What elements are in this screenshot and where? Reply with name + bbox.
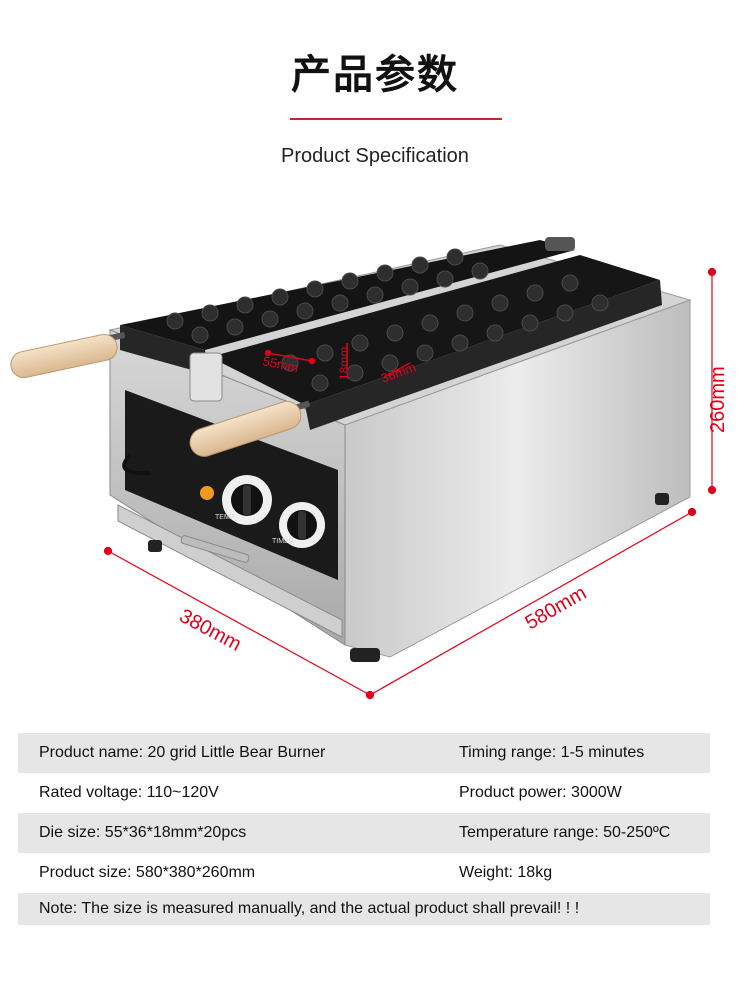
spec-rated-voltage: Rated voltage: 110~120V [39,784,219,801]
mold-width-label: 55mm [261,353,299,375]
spec-product-size: Product size: 580*380*260mm [39,864,256,881]
hinge-right [545,237,575,251]
page-title-english: Product Specification [281,145,469,167]
spec-die-size: Die size: 55*36*18mm*20pcs [39,824,247,841]
height-dimension-label: 260mm [707,366,729,433]
temperature-knob: TEMP [215,475,272,525]
title-divider [290,118,502,120]
page-title-chinese: 产品参数 [291,52,459,98]
page-header: 产品参数 Product Specification [0,0,750,180]
spec-row: Product name: 20 grid Little Bear Burner… [18,733,710,773]
timer-label: TIMER [272,538,294,545]
spec-row: Die size: 55*36*18mm*20pcs Temperature r… [18,813,710,853]
temp-label: TEMP [215,514,235,521]
mold-cavities [166,248,609,392]
waffle-machine-illustration: TEMP TIMER [10,237,729,700]
spec-row: Product size: 580*380*260mm Weight: 18kg [18,853,710,893]
spec-timing-range: Timing range: 1-5 minutes [459,744,645,761]
indicator-light [200,486,214,500]
mold-dimension-markers [264,343,411,378]
mold-height-label: 18mm [337,347,351,380]
spec-row: Rated voltage: 110~120V Product power: 3… [18,773,710,813]
power-cord [122,453,151,476]
spec-temperature-range: Temperature range: 50-250ºC [459,824,671,841]
latch [189,352,223,402]
measurement-note: Note: The size is measured manually, and… [39,900,580,917]
spec-product-power: Product power: 3000W [459,784,622,801]
wooden-handle-left [10,331,126,379]
spec-product-name: Product name: 20 grid Little Bear Burner [39,744,326,761]
timer-knob: TIMER [272,502,325,548]
spec-weight: Weight: 18kg [459,864,553,881]
note-row: Note: The size is measured manually, and… [18,893,710,925]
width-dimension-label: 380mm [176,605,245,656]
spec-table: Product name: 20 grid Little Bear Burner… [18,733,710,925]
overall-dimension-lines [103,267,717,700]
wooden-handle-right [189,400,311,457]
product-photo: TEMP TIMER [0,225,750,705]
